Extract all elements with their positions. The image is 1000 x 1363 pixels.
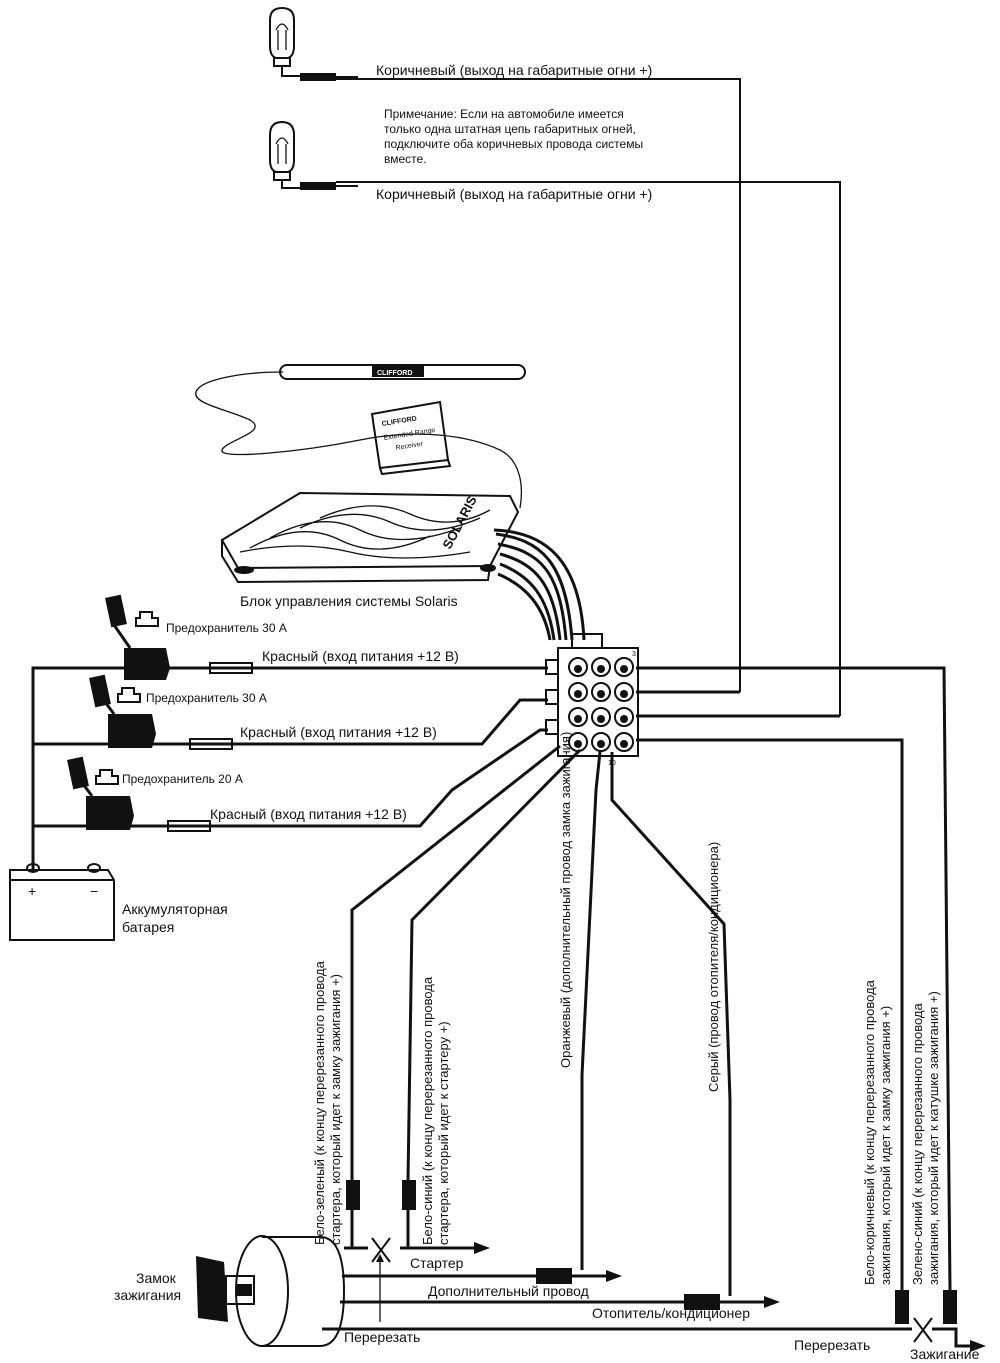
note-line-2: только одна штатная цепь габаритных огне… bbox=[384, 122, 636, 136]
green-blue-label-1: Зелено-синий (к концу перерезанного пров… bbox=[910, 1003, 925, 1285]
receiver: CLIFFORD Extended Range Receiver bbox=[370, 400, 452, 476]
aux-label: Дополнительный провод bbox=[428, 1283, 589, 1299]
inline-resistor-3 bbox=[167, 820, 211, 832]
pin-r1-c3 bbox=[614, 657, 634, 677]
orange-connector bbox=[536, 1268, 572, 1284]
inline-resistor-1 bbox=[209, 662, 253, 674]
pin-label-top: 3 bbox=[632, 651, 636, 658]
fuse-1-label: Предохранитель 30 А bbox=[166, 621, 287, 635]
red-wire-1 bbox=[31, 666, 548, 870]
antenna-brand: CLIFFORD bbox=[377, 370, 412, 377]
heater-arrow bbox=[764, 1296, 780, 1308]
gray-wire bbox=[610, 752, 732, 1101]
battery: + − bbox=[9, 863, 115, 941]
main-connector: 3 10 bbox=[545, 633, 639, 767]
cut-mark-left bbox=[371, 1237, 391, 1322]
cut-left-label: Перерезать bbox=[344, 1329, 420, 1345]
red-wire-3 bbox=[33, 728, 548, 828]
white-green-label-1: Бело-зеленый (к концу перерезанного пров… bbox=[312, 960, 327, 1245]
antenna-cable bbox=[195, 371, 523, 509]
white-brown-label-2: зажигания, который идет к замку зажигани… bbox=[878, 1006, 893, 1285]
receiver-line3: Receiver bbox=[395, 441, 424, 452]
green-blue-label-2: зажигания, который идет к катушке зажига… bbox=[926, 991, 941, 1285]
note-line-3: подключите оба коричневых провода систем… bbox=[384, 137, 643, 151]
battery-label-2: батарея bbox=[122, 919, 174, 935]
starter-label: Стартер bbox=[410, 1255, 464, 1271]
cut-mark-right bbox=[913, 1317, 933, 1343]
white-blue-label-1: Бело-синий (к концу перерезанного провод… bbox=[420, 976, 435, 1245]
vertical-labels: Бело-зеленый (к концу перерезанного пров… bbox=[312, 732, 941, 1285]
starter-arrow bbox=[474, 1242, 490, 1254]
pin-r2-c1 bbox=[568, 682, 588, 702]
white-green-wire bbox=[350, 744, 561, 1180]
note: Примечание: Если на автомобиле имеется т… bbox=[384, 107, 643, 166]
white-blue-wire bbox=[406, 748, 582, 1181]
bulb-1 bbox=[269, 6, 300, 77]
pin-r3-c1 bbox=[568, 707, 588, 727]
ignition-lock bbox=[196, 1235, 346, 1347]
inline-resistor-2 bbox=[189, 738, 233, 750]
orange-wire bbox=[580, 751, 602, 1076]
white-brown-label-1: Бело-коричневый (к концу перерезанного п… bbox=[862, 979, 877, 1285]
battery-plus: + bbox=[28, 883, 36, 899]
fuse-holder-1 bbox=[105, 594, 170, 680]
control-unit-caption: Блок управления системы Solaris bbox=[240, 593, 458, 609]
pin-r4-c2 bbox=[591, 732, 611, 752]
white-green-label-2: стартера, который идет к замку зажигания… bbox=[328, 974, 343, 1245]
white-green-connector bbox=[346, 1180, 360, 1210]
receiver-brand: CLIFFORD bbox=[381, 416, 417, 428]
white-blue-connector bbox=[402, 1180, 416, 1210]
white-brown-connector bbox=[895, 1290, 909, 1324]
note-line-4: вместе. bbox=[384, 152, 427, 166]
brown-wire-label-2: Коричневый (выход на габаритные огни +) bbox=[376, 186, 652, 202]
white-brown-wire bbox=[636, 738, 904, 1290]
ignition-lock-label-1: Замок bbox=[136, 1270, 177, 1286]
battery-label-1: Аккумуляторная bbox=[122, 901, 228, 917]
pin-r2-c3 bbox=[614, 682, 634, 702]
fuse-2-label: Предохранитель 30 А bbox=[146, 691, 267, 705]
pin-r3-c3 bbox=[614, 707, 634, 727]
fuse-holder-3 bbox=[67, 756, 134, 830]
fuse-1-wire-label: Красный (вход питания +12 В) bbox=[262, 648, 459, 664]
fuse-2-wire-label: Красный (вход питания +12 В) bbox=[240, 724, 437, 740]
pin-r2-c2 bbox=[591, 682, 611, 702]
brown-wire-plug-2 bbox=[300, 182, 336, 190]
ignition-out-label: Зажигание bbox=[910, 1346, 980, 1362]
receiver-line2: Extended Range bbox=[383, 427, 436, 442]
brown-wire-plug-1 bbox=[300, 73, 336, 81]
fuse-holder-2 bbox=[89, 674, 156, 748]
heater-label: Отопитель/кондиционер bbox=[592, 1305, 750, 1321]
gray-label: Серый (провод отопителя/кондиционера) bbox=[706, 842, 721, 1092]
fuse-3-label: Предохранитель 20 А bbox=[122, 772, 243, 786]
pin-r1-c1 bbox=[568, 657, 588, 677]
ignition-arrow bbox=[970, 1340, 986, 1352]
brown-wire-label-1: Коричневый (выход на габаритные огни +) bbox=[376, 62, 652, 78]
pin-r4-c3 bbox=[614, 732, 634, 752]
battery-minus: − bbox=[90, 883, 98, 899]
orange-label: Оранжевый (дополнительный провод замка з… bbox=[558, 732, 573, 1068]
bulb-2 bbox=[269, 120, 300, 189]
cut-right-label: Перерезать bbox=[794, 1337, 870, 1353]
antenna bbox=[279, 364, 526, 380]
control-unit: SOLARIS bbox=[220, 491, 520, 584]
red-wire-2 bbox=[33, 698, 548, 746]
green-blue-connector bbox=[943, 1290, 957, 1324]
harness-bundle bbox=[493, 528, 586, 641]
pin-r3-c2 bbox=[591, 707, 611, 727]
gray-connector bbox=[684, 1294, 720, 1310]
aux-arrow bbox=[606, 1270, 622, 1282]
pin-r1-c2 bbox=[591, 657, 611, 677]
white-blue-label-2: стартера, который идет к стартеру +) bbox=[436, 1021, 451, 1245]
note-line-1: Примечание: Если на автомобиле имеется bbox=[384, 107, 624, 121]
fuse-3-wire-label: Красный (вход питания +12 В) bbox=[210, 806, 407, 822]
ignition-lock-label-2: зажигания bbox=[114, 1287, 181, 1303]
green-blue-wire bbox=[636, 666, 952, 1291]
